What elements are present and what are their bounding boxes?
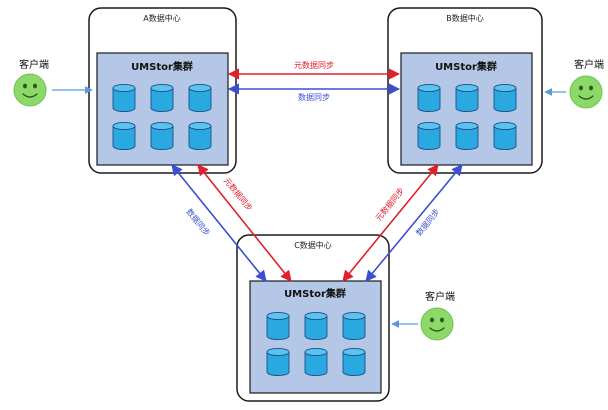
database-cylinder-icon bbox=[112, 83, 136, 113]
database-cylinder-icon bbox=[417, 83, 441, 113]
client-left-label: 客户端 bbox=[19, 58, 49, 71]
database-cylinder-icon bbox=[342, 347, 366, 377]
client-left: 客户端 bbox=[13, 58, 93, 107]
data-sync-label-a-c: 数据同步 bbox=[184, 207, 212, 238]
cluster-a: UMStor集群 bbox=[96, 52, 229, 166]
database-cylinder-icon bbox=[342, 311, 366, 341]
database-cylinder-icon bbox=[150, 121, 174, 151]
client-c: 客户端 bbox=[391, 290, 455, 341]
meta-sync-label-a-b: 元数据同步 bbox=[294, 60, 334, 70]
database-cylinder-icon bbox=[188, 121, 212, 151]
database-cylinder-icon bbox=[304, 311, 328, 341]
disk-grid-c bbox=[266, 311, 366, 377]
smiley-face-icon bbox=[13, 73, 47, 107]
database-cylinder-icon bbox=[150, 83, 174, 113]
database-cylinder-icon bbox=[455, 83, 479, 113]
database-cylinder-icon bbox=[455, 121, 479, 151]
disk-grid-a bbox=[112, 83, 212, 151]
meta-sync-label-b-c: 元数据同步 bbox=[373, 185, 406, 222]
database-cylinder-icon bbox=[493, 121, 517, 151]
smiley-face-icon bbox=[569, 75, 603, 109]
meta-sync-label-a-c: 元数据同步 bbox=[222, 175, 255, 212]
datacenter-c-label: C数据中心 bbox=[294, 240, 332, 250]
database-cylinder-icon bbox=[112, 121, 136, 151]
smiley-face-icon bbox=[420, 307, 454, 341]
cluster-b-label: UMStor集群 bbox=[435, 60, 497, 73]
datacenter-a: A数据中心 UMStor集群 bbox=[88, 7, 237, 174]
cluster-c-label: UMStor集群 bbox=[284, 287, 346, 300]
data-sync-label-a-b: 数据同步 bbox=[298, 92, 330, 102]
client-right: 客户端 bbox=[544, 58, 604, 109]
data-sync-arrow-a-c bbox=[171, 164, 267, 282]
datacenter-c: C数据中心 UMStor集群 bbox=[236, 234, 390, 402]
database-cylinder-icon bbox=[304, 347, 328, 377]
database-cylinder-icon bbox=[266, 347, 290, 377]
data-sync-arrow-b-c bbox=[365, 164, 463, 282]
database-cylinder-icon bbox=[188, 83, 212, 113]
database-cylinder-icon bbox=[417, 121, 441, 151]
database-cylinder-icon bbox=[493, 83, 517, 113]
client-right-label: 客户端 bbox=[574, 58, 604, 71]
cluster-c: UMStor集群 bbox=[249, 280, 382, 394]
cluster-a-label: UMStor集群 bbox=[131, 60, 193, 73]
link-a-b: 元数据同步 数据同步 bbox=[227, 60, 401, 102]
datacenter-b-label: B数据中心 bbox=[446, 13, 484, 23]
disk-grid-b bbox=[417, 83, 517, 151]
cluster-b: UMStor集群 bbox=[400, 52, 533, 166]
client-c-label: 客户端 bbox=[425, 290, 455, 303]
database-cylinder-icon bbox=[266, 311, 290, 341]
datacenter-b: B数据中心 UMStor集群 bbox=[387, 7, 543, 174]
datacenter-a-label: A数据中心 bbox=[143, 13, 180, 23]
data-sync-label-b-c: 数据同步 bbox=[414, 207, 442, 238]
